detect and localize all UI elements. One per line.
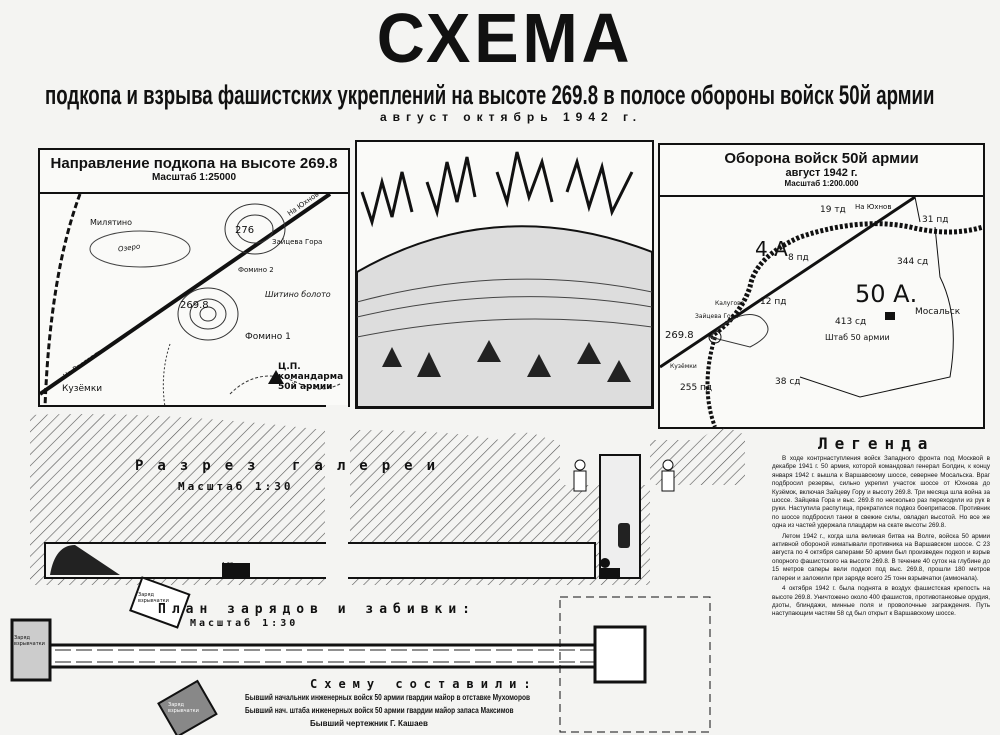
legend-text: В ходе контрнаступления войск Западного … (772, 455, 990, 621)
unit-label: Штаб 50 армии (825, 333, 890, 342)
highway-line (40, 194, 332, 396)
map-label: Шитино болото (265, 290, 331, 299)
charge-box (10, 618, 52, 682)
section-title: Разрез галереи (135, 458, 450, 474)
unit-label: 19 тд (820, 205, 846, 215)
unit-label: 344 сд (897, 257, 929, 267)
legend-paragraph: В ходе контрнаступления войск Западного … (772, 455, 990, 530)
legend-title: Легенда (818, 434, 935, 453)
place-label: На Юхнов (855, 203, 892, 211)
poster-dates: август октябрь 1942 г. (380, 110, 643, 124)
map-right-title: Оборона войск 50й армии (724, 150, 919, 167)
charge-label: Заряд взрывчатки (14, 635, 45, 647)
soldier-figure (573, 470, 587, 492)
place-label: Мосальск (915, 307, 961, 317)
charge-box (129, 576, 191, 629)
place-label: Калугово (715, 300, 745, 307)
map-label: Зайцева Гора (272, 238, 323, 246)
poster-title: СХЕМА (376, 0, 634, 77)
unit-label: 413 сд (835, 317, 867, 327)
tunnel-gallery (44, 542, 596, 579)
army-label-50a: 50 А. (855, 280, 918, 308)
plan-title: План зарядов и забивки: (158, 602, 477, 617)
army-label-4a: 4 А (755, 237, 788, 261)
poster-subtitle: подкопа и взрыва фашистских укреплений н… (45, 80, 935, 110)
map-label: 269.8 (180, 300, 209, 311)
lake-shape (89, 230, 191, 268)
map-mine-direction: Направление подкопа на высоте 269.8 Масш… (38, 148, 350, 407)
credits-title: Схему составили: (310, 677, 538, 691)
map-right-drawing (660, 197, 983, 427)
unit-label: 38 сд (775, 377, 801, 387)
legend-paragraph: 4 октября 1942 г. была поднята в воздух … (772, 585, 990, 618)
map-left-drawing (40, 194, 341, 407)
unit-label: 12 пд (760, 297, 787, 307)
map-army-defense: Оборона войск 50й армии август 1942 г. М… (658, 143, 985, 429)
mine-cart (222, 563, 250, 577)
gallery-section-drawing (10, 405, 745, 735)
town-icon (885, 312, 895, 320)
explosion-drawing (357, 151, 652, 407)
unit-label: 8 пд (788, 253, 809, 263)
map-label: 276 (235, 225, 255, 236)
tamping-plan (48, 643, 632, 669)
place-label: Кузёмки (670, 363, 697, 370)
charge-box (593, 625, 647, 684)
unit-label: 255 пд (680, 383, 713, 393)
railway-line (43, 194, 82, 407)
unit-label: 31 пд (922, 215, 949, 225)
charge-label: Заряд взрывчатки (168, 702, 199, 714)
soldier-figure (661, 470, 675, 492)
legend-paragraph: Летом 1942 г., когда шла великая битва н… (772, 532, 990, 582)
mine-shaft (599, 454, 641, 579)
credits-line: Бывший чертежник Г. Кашаев (310, 719, 428, 728)
map-label: Кузёмки (62, 384, 103, 394)
charge-box (157, 679, 218, 735)
map-left-scale: Масштаб 1:25000 (151, 172, 237, 183)
command-post-icon (268, 370, 284, 384)
place-label: Зайцева Гора (695, 313, 739, 320)
explosion-illustration (355, 140, 654, 409)
plan-scale: Масштаб 1:30 (190, 618, 299, 629)
credits-line: Бывший нач. штаба инженерных войск 50 ар… (245, 706, 514, 715)
place-label: 269.8 (665, 330, 694, 341)
charge-label: Заряд взрывчатки (138, 592, 169, 604)
map-right-date: август 1942 г. (785, 167, 858, 179)
map-label: Милятино (90, 218, 133, 227)
section-scale: Масштаб 1:30 (178, 480, 294, 493)
map-left-title: Направление подкопа на высоте 269.8 (50, 155, 338, 172)
map-label: Ц.П. командарма 50й армии (278, 362, 344, 392)
bucket (618, 523, 630, 548)
map-label: Фомино 1 (245, 332, 291, 342)
depth-mark: 1,20 (222, 562, 234, 568)
map-right-scale: Масштаб 1:200.000 (784, 179, 859, 188)
map-label: Фомино 2 (238, 266, 274, 274)
credits-line: Бывший начальник инженерных войск 50 арм… (245, 693, 530, 702)
